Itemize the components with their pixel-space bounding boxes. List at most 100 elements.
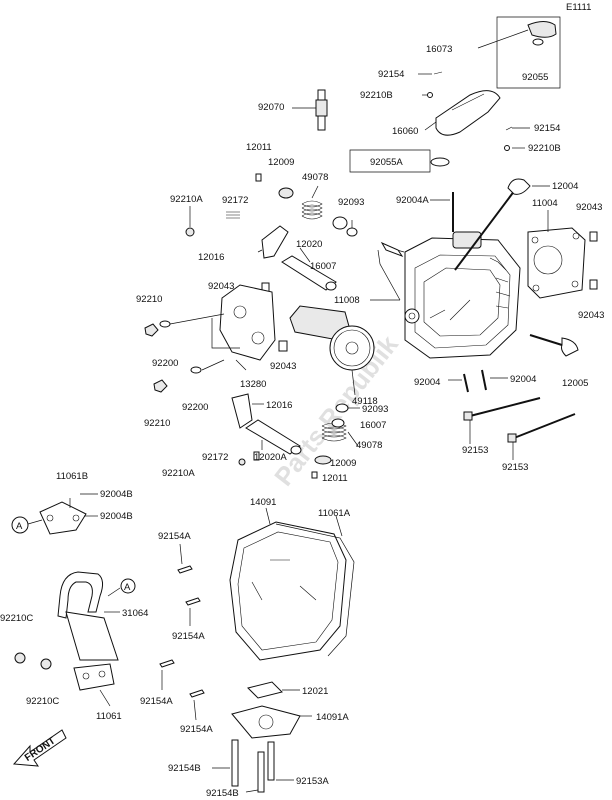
part-12011-keeper-low[interactable]: [311, 471, 318, 479]
label-92055A[interactable]: 92055A: [370, 157, 403, 168]
label-92210A-top[interactable]: 92210A: [170, 194, 203, 205]
label-92200-low[interactable]: 92200: [182, 402, 208, 413]
label-92210A-low[interactable]: 92210A: [162, 468, 195, 479]
part-92210-nut-low[interactable]: [153, 379, 168, 393]
label-92055[interactable]: 92055: [522, 72, 548, 83]
part-92200-washer-low[interactable]: [190, 366, 202, 374]
label-92093-low[interactable]: 92093: [362, 404, 388, 415]
part-11061B-bracket[interactable]: [27, 493, 98, 535]
label-92210C-1[interactable]: 92210C: [0, 613, 33, 624]
label-11061B[interactable]: 11061B: [56, 471, 88, 482]
label-12020A[interactable]: 12020A: [254, 452, 287, 463]
label-16007-low[interactable]: 16007: [360, 420, 386, 431]
part-16007-seal-low[interactable]: [331, 418, 345, 428]
part-92004-stud-right[interactable]: [481, 369, 487, 391]
label-92153-l[interactable]: 92153: [462, 445, 488, 456]
part-11061A-gasket[interactable]: [275, 523, 355, 657]
part-92153-bolt-left[interactable]: [469, 397, 541, 417]
label-92172-low[interactable]: 92172: [202, 452, 228, 463]
label-11061[interactable]: 11061: [96, 711, 122, 722]
part-92210A-nut-top[interactable]: [185, 227, 195, 237]
part-12011-keeper-top[interactable]: [255, 173, 262, 182]
label-92210-low[interactable]: 92210: [144, 418, 170, 429]
part-14091A-cap[interactable]: [231, 705, 312, 739]
label-92210C-2[interactable]: 92210C: [26, 696, 59, 707]
label-31064[interactable]: 31064: [122, 608, 148, 619]
label-11004[interactable]: 11004: [532, 198, 558, 209]
label-92043-mid[interactable]: 92043: [208, 281, 234, 292]
part-92055A-oring[interactable]: [430, 157, 450, 167]
label-92043-r2[interactable]: 92043: [578, 310, 604, 321]
label-92004B-2[interactable]: 92004B: [100, 511, 133, 522]
part-12016-rocker-arm-low[interactable]: [231, 393, 264, 429]
label-92154-top[interactable]: 92154: [378, 69, 404, 80]
part-92210A-nut-low[interactable]: [238, 458, 246, 466]
part-92154B-bolt-1[interactable]: [231, 739, 239, 787]
part-92210-nut-top[interactable]: [144, 323, 159, 337]
label-92043-low[interactable]: 92043: [270, 361, 296, 372]
part-92153A-bolt[interactable]: [267, 741, 275, 781]
part-12020A-rocker-shaft[interactable]: [245, 419, 302, 455]
label-13280[interactable]: 13280: [240, 379, 266, 390]
label-92154A-4[interactable]: 92154A: [180, 724, 213, 735]
label-92210B-mid[interactable]: 92210B: [528, 143, 561, 154]
label-16060[interactable]: 16060: [392, 126, 418, 137]
label-92172-top[interactable]: 92172: [222, 195, 248, 206]
part-12016-rocker-arm-top[interactable]: [257, 225, 289, 259]
part-92200-washer-top[interactable]: [159, 320, 171, 328]
part-12009-retainer-low[interactable]: [314, 455, 332, 465]
part-92055-oring[interactable]: [532, 38, 544, 46]
label-92154-mid[interactable]: 92154: [534, 123, 560, 134]
label-12009-low[interactable]: 12009: [330, 458, 356, 469]
label-92210B-top[interactable]: 92210B: [360, 90, 393, 101]
part-12005-valve[interactable]: [529, 334, 579, 357]
part-92154A-bolt-4[interactable]: [189, 689, 205, 698]
part-12004-valve[interactable]: [454, 178, 550, 271]
label-12005[interactable]: 12005: [562, 378, 588, 389]
label-14091[interactable]: 14091: [250, 497, 276, 508]
part-14091-head-cover[interactable]: [229, 507, 347, 661]
label-11061A[interactable]: 11061A: [318, 508, 351, 519]
part-92043-dowel-r1[interactable]: [589, 231, 598, 242]
label-92043-r1[interactable]: 92043: [576, 202, 602, 213]
label-14091A[interactable]: 14091A: [316, 712, 349, 723]
part-92154B-bolt-2[interactable]: [257, 751, 265, 793]
part-92172-bolt-low[interactable]: [253, 451, 260, 461]
label-16073[interactable]: 16073: [426, 44, 452, 55]
part-49078-valve-spring-low[interactable]: [321, 422, 359, 447]
label-92004-l[interactable]: 92004: [414, 377, 440, 388]
label-92154A-1[interactable]: 92154A: [158, 531, 191, 542]
label-12011-low[interactable]: 12011: [322, 473, 348, 484]
label-92154A-3[interactable]: 92154A: [140, 696, 173, 707]
label-92093-top[interactable]: 92093: [338, 197, 364, 208]
label-92154B-2[interactable]: 92154B: [206, 788, 239, 799]
part-92093-washer-low[interactable]: [335, 403, 349, 413]
label-12021[interactable]: 12021: [302, 686, 328, 697]
part-16073-cap[interactable]: [527, 21, 557, 38]
part-16060-body[interactable]: [435, 90, 501, 136]
label-92004A[interactable]: 92004A: [396, 195, 429, 206]
part-13280-rocker-holder[interactable]: [211, 284, 276, 371]
label-11008[interactable]: 11008: [334, 295, 360, 306]
label-92154B-1[interactable]: 92154B: [168, 763, 201, 774]
part-31064-hanger[interactable]: [57, 571, 121, 661]
part-92043-dowel-mid[interactable]: [278, 340, 288, 352]
label-49118[interactable]: 49118: [352, 396, 378, 407]
label-12016-top[interactable]: 12016: [198, 252, 224, 263]
part-92070-spark-plug[interactable]: [292, 89, 328, 131]
label-92070[interactable]: 92070: [258, 102, 284, 113]
label-92153A[interactable]: 92153A: [296, 776, 329, 787]
part-12021-gasket[interactable]: [247, 681, 283, 699]
part-49078-valve-spring-top[interactable]: [301, 185, 323, 220]
label-12011-top[interactable]: 12011: [246, 142, 272, 153]
part-92154A-bolt-1[interactable]: [177, 565, 193, 574]
label-12016-low[interactable]: 12016: [266, 400, 292, 411]
label-12009-top[interactable]: 12009: [268, 157, 294, 168]
part-92172-bolt-top[interactable]: [226, 211, 240, 219]
part-11008-cylinder-head[interactable]: [370, 231, 521, 359]
label-49078-top[interactable]: 49078: [302, 172, 328, 183]
part-92154A-bolt-2[interactable]: [185, 597, 201, 606]
part-12009-retainer-top[interactable]: [278, 187, 294, 199]
part-12020-rocker-shaft[interactable]: [281, 247, 337, 291]
part-92004-stud-left[interactable]: [463, 373, 469, 393]
